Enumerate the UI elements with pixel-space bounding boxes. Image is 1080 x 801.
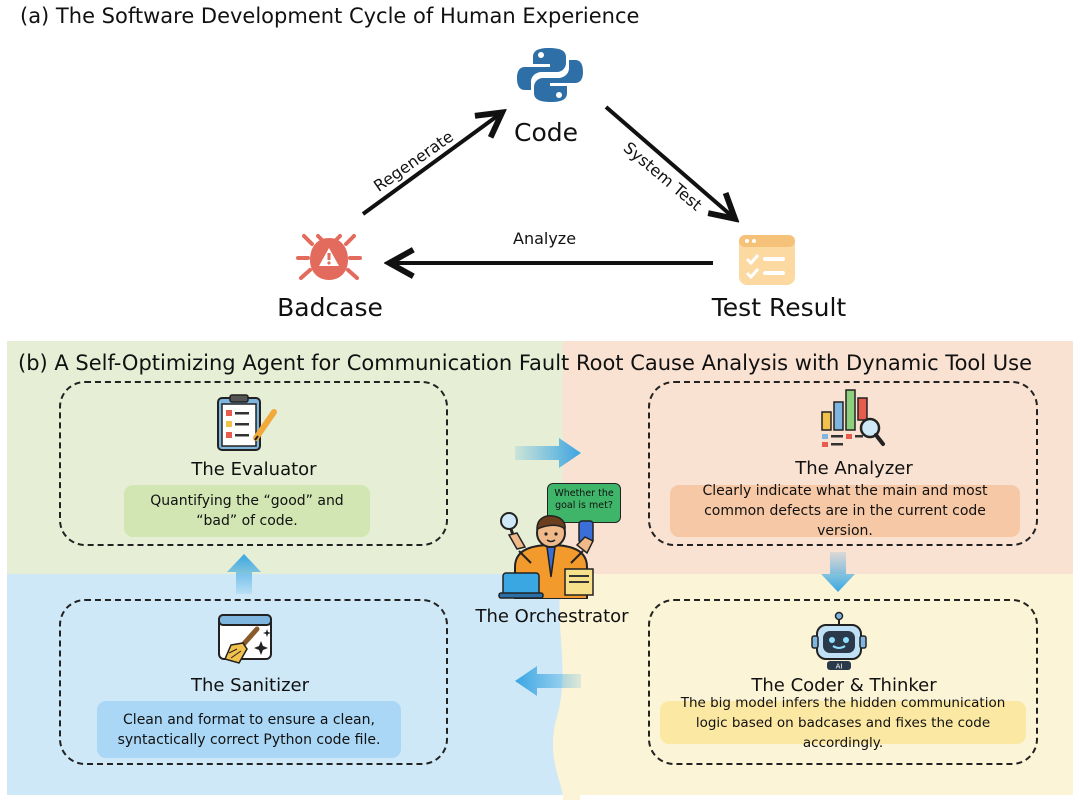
svg-text:AI: AI — [836, 663, 843, 671]
analyzer-card — [648, 381, 1038, 546]
broom-window-icon — [218, 614, 272, 664]
clipboard-checklist-icon — [217, 394, 277, 451]
coder-card — [648, 599, 1038, 765]
arrow-analyzer-to-coder — [821, 552, 855, 592]
panel-a-title: (a) The Software Development Cycle of Hu… — [20, 4, 640, 28]
blue-quadrant — [7, 574, 563, 795]
analyze-label: Analyze — [513, 229, 577, 248]
sanitizer-desc: Clean and format to ensure a clean, synt… — [97, 701, 401, 758]
regenerate-arrow — [361, 114, 500, 216]
analyzer-name: The Analyzer — [795, 458, 913, 479]
bar-chart-magnifier-icon — [821, 389, 885, 447]
evaluator-desc: Quantifying the “good” and “bad” of code… — [124, 485, 370, 537]
test-result-node-label: Test Result — [711, 293, 847, 322]
sanitizer-card — [59, 599, 448, 765]
arrow-sanitizer-to-evaluator — [227, 554, 261, 594]
badcase-node-label: Badcase — [277, 293, 383, 322]
coder-name: The Coder & Thinker — [751, 675, 937, 696]
coder-desc: The big model infers the hidden communic… — [660, 695, 1026, 751]
robot-ai-icon: AI — [811, 611, 867, 671]
code-node-label: Code — [513, 118, 578, 147]
bug-icon — [296, 234, 362, 280]
orchestrator-speech-text: Whether the goal is met? — [554, 488, 614, 511]
analyzer-desc: Clearly indicate what the main and most … — [670, 483, 1020, 539]
orchestrator-speech-bubble: Whether the goal is met? — [547, 483, 621, 523]
arrow-evaluator-to-analyzer — [515, 438, 581, 468]
person-orchestrator-icon — [498, 512, 595, 599]
cycle-arrows — [361, 105, 1080, 340]
orchestrator-name: The Orchestrator — [475, 606, 629, 627]
sanitizer-name: The Sanitizer — [190, 675, 310, 696]
evaluator-card — [59, 381, 448, 546]
panel-b-title: (b) A Self-Optimizing Agent for Communic… — [18, 351, 1033, 375]
python-logo-icon — [517, 48, 583, 102]
test-result-icon — [739, 235, 795, 285]
evaluator-name: The Evaluator — [191, 459, 317, 480]
system-test-arrow — [604, 105, 733, 217]
arrow-coder-to-sanitizer — [515, 666, 581, 696]
